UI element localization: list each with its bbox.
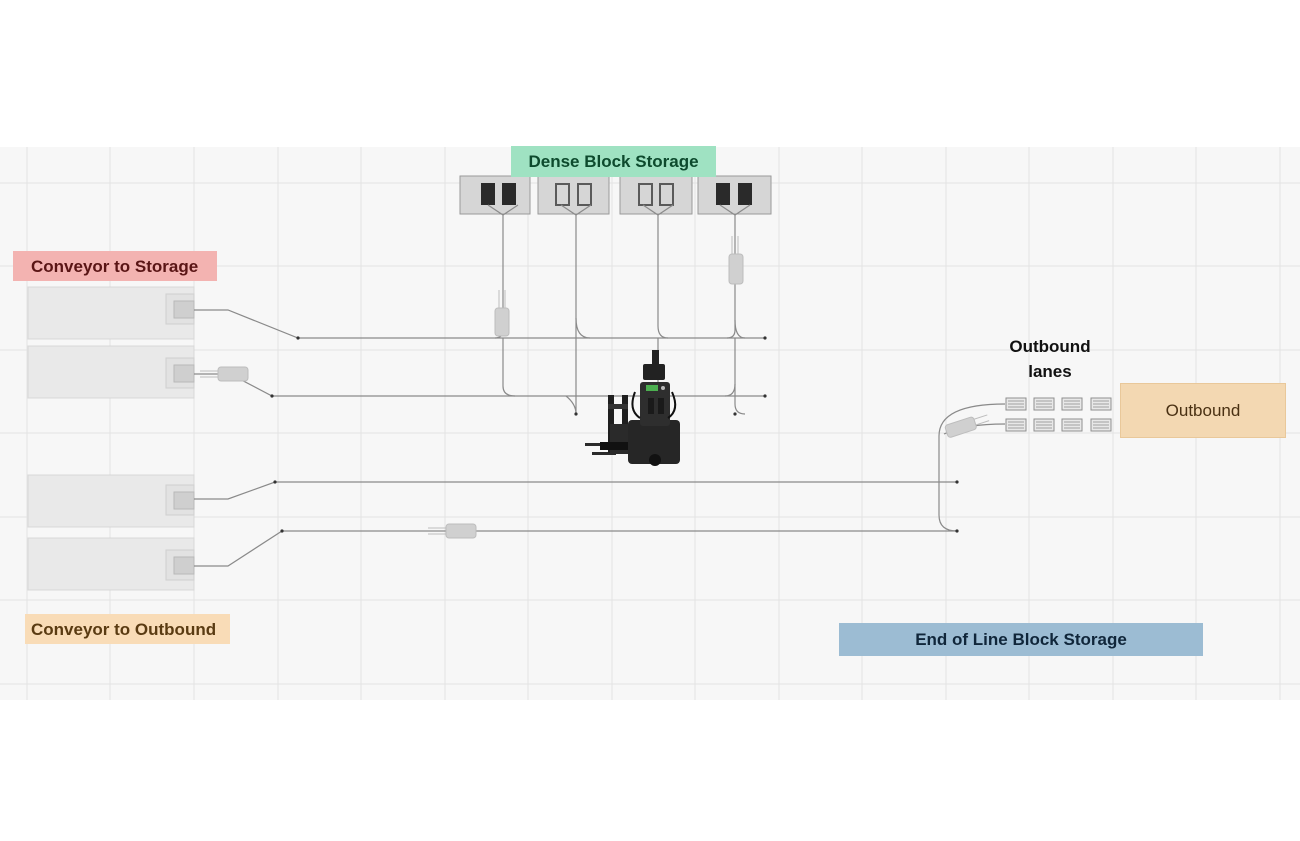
dense-storage-rack-2[interactable] — [537, 175, 610, 215]
conveyor-to-outbound-1[interactable] — [27, 474, 195, 528]
ghost-vehicle-5 — [944, 414, 990, 438]
outbound-lane-pallets — [1005, 397, 1112, 432]
path-outbound-1 — [194, 481, 957, 500]
conveyor-to-outbound-label: Conveyor to Outbound — [25, 614, 230, 644]
dense-storage-rack-1[interactable] — [459, 175, 531, 215]
autonomous-forklift-icon[interactable] — [585, 350, 680, 466]
path-nodes — [270, 336, 959, 533]
outbound-lanes-line2: lanes — [1028, 362, 1072, 381]
dense-storage-rack-4[interactable] — [697, 175, 772, 215]
dense-storage-rack-3[interactable] — [619, 175, 693, 215]
outbound-lanes-label: Outbound lanes — [990, 334, 1110, 384]
ghost-vehicle-4 — [428, 523, 477, 539]
conveyor-to-outbound-2[interactable] — [27, 537, 195, 591]
conveyor-to-storage-1[interactable] — [27, 286, 195, 340]
ghost-vehicle-1 — [494, 290, 510, 337]
outbound-lanes-line1: Outbound — [1009, 337, 1091, 356]
conveyor-to-storage-label: Conveyor to Storage — [13, 251, 217, 281]
ghost-vehicle-2 — [728, 236, 744, 285]
ghost-vehicle-3 — [200, 366, 249, 382]
robot-paths — [194, 204, 1006, 567]
outbound-area-label: Outbound — [1120, 383, 1286, 438]
path-storage-1 — [194, 309, 765, 339]
path-outbound-2 — [194, 530, 957, 567]
conveyor-to-storage-2[interactable] — [27, 345, 195, 399]
path-storage-2 — [194, 373, 765, 397]
dense-block-storage-label: Dense Block Storage — [511, 146, 716, 177]
end-of-line-block-storage-label: End of Line Block Storage — [839, 623, 1203, 656]
